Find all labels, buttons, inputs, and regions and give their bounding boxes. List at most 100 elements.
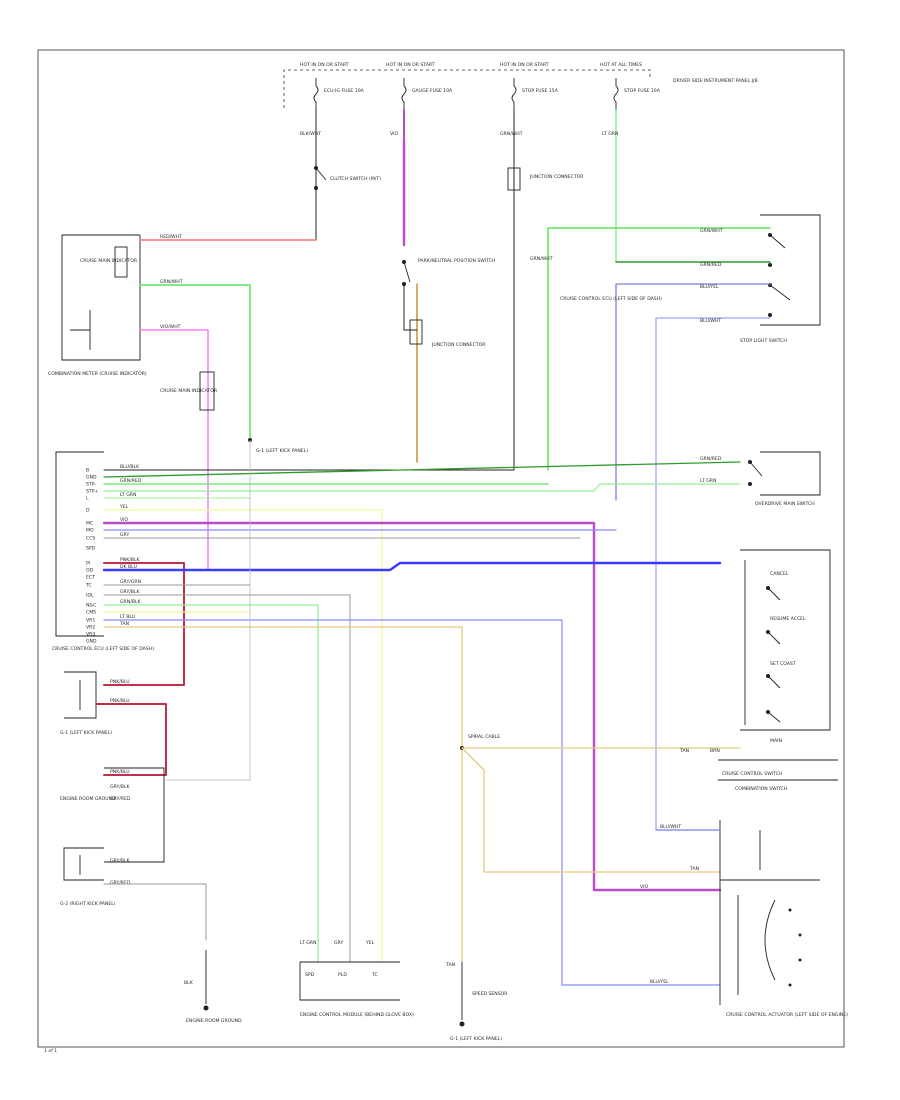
wire-label-f4: LT GRN: [602, 131, 618, 137]
wire-green-stop1: [547, 227, 771, 471]
fuse-1-label: ECU-IG FUSE 10A: [324, 88, 365, 94]
junction-connector-2: JUNCTION CONNECTOR: [409, 319, 486, 348]
fuse-4-label: STOP FUSE 10A: [624, 88, 661, 94]
fuse-3-label: STOP FUSE 15A: [522, 88, 559, 94]
ss-wire-label: TAN: [445, 962, 455, 968]
combination-meter: CRUISE MAIN INDICATOR COMBINATION METER …: [48, 234, 147, 377]
ecu-pin-label: IDL: [86, 593, 94, 599]
park-neutral-switch: PARK/NEUTRAL POSITION SWITCH: [402, 258, 495, 286]
ecu-pin-label: VR3: [86, 632, 95, 638]
fuse-2-label: GAUGE FUSE 10A: [412, 88, 453, 94]
park-neutral-label: PARK/NEUTRAL POSITION SWITCH: [418, 258, 495, 264]
wire-label-spiral: TAN: [679, 748, 689, 754]
engine-control-module: SPD PLD TC ENGINE CONTROL MODULE (BEHIND…: [299, 961, 414, 1018]
overdrive-switch-label: OVERDRIVE MAIN SWITCH: [755, 501, 815, 507]
fuse-3-symbol: [511, 78, 517, 110]
ground-connector-block: ENGINE ROOM GROUND GRY/BLK GRY/RED: [60, 767, 165, 863]
wire-label-green-meter: GRN/WHT: [160, 279, 183, 285]
ecu-pin-label: CMS: [86, 610, 96, 616]
wire-green-meter: [139, 284, 251, 441]
speed-sensor-label: SPEED SENSOR: [472, 991, 508, 997]
wire-lightblue-stop4: [655, 317, 771, 831]
wire-label-ground-2: GRY/RED: [110, 796, 131, 802]
stop-lamp-switch-lower: G-1 (LEFT KICK PANEL): [60, 671, 112, 736]
wire-grey-return: [166, 440, 251, 781]
bus-darkgreen: [103, 461, 741, 478]
hot-label-1: HOT IN ON OR START: [300, 62, 349, 68]
wire-label-f3: GRN/WHT: [500, 131, 523, 137]
bus-label-12: LT BLU: [120, 614, 135, 620]
wire-label-spiral-2: BRN: [710, 748, 720, 754]
cruise-main-indicator-label: CRUISE MAIN INDICATOR: [80, 258, 138, 264]
bus-darkred: [103, 562, 185, 686]
act-wire-2: TAN: [689, 866, 699, 872]
act-wire-3: VIO: [640, 884, 648, 890]
hot-label-2: HOT IN ON OR START: [386, 62, 435, 68]
wire-label-stop-vert: GRN/WHT: [530, 256, 553, 262]
junction-2-label: JUNCTION CONNECTOR: [431, 342, 486, 348]
ecu-pin-label: TC: [85, 583, 92, 589]
actuator-label: CRUISE CONTROL ACTUATOR (LEFT SIDE OF EN…: [726, 1012, 848, 1018]
ecu-pin-label: GND: [86, 475, 97, 481]
fuse-4-symbol: [613, 78, 619, 110]
ecm-pin-1: SPD: [305, 972, 315, 978]
fuse-note: DRIVER SIDE INSTRUMENT PANEL J/B: [673, 78, 758, 84]
ecu-pin-label: MO: [86, 528, 94, 534]
wire-label-stop-ecm: CRUISE CONTROL ECU (LEFT SIDE OF DASH): [560, 296, 662, 302]
bus-lightblue-act: [103, 619, 721, 986]
ecu-pin-label: PI: [86, 561, 90, 567]
bus-label-7: PNK/BLK: [120, 557, 140, 563]
combination-switch-label: COMBINATION SWITCH: [735, 786, 787, 792]
diagram-frame: [37, 49, 845, 1048]
wire-label-ground: GRY/BLK: [110, 784, 131, 790]
wire-magenta-meter: [139, 329, 209, 571]
ecu-pin-label: STP+: [86, 489, 98, 495]
speed-sensor-block: GRY/BLK GRY/RED G-2 (RIGHT KICK PANEL): [60, 847, 131, 907]
junction-1-label: JUNCTION CONNECTOR: [529, 174, 584, 180]
splice-label: G-1 (LEFT KICK PANEL): [256, 448, 308, 454]
cruise-ecu-label: CRUISE CONTROL ECU (LEFT SIDE OF DASH): [52, 646, 154, 652]
wire-label-ss-2: GRY/RED: [110, 880, 131, 886]
fuse-1-symbol: [313, 78, 319, 110]
bus-label-8: DK BLU: [120, 564, 137, 570]
cruise-control-ecu: CRUISE CONTROL ECU (LEFT SIDE OF DASH): [52, 451, 154, 652]
set-coast-label: SET COAST: [770, 661, 796, 667]
splice-250: G-1 (LEFT KICK PANEL): [248, 438, 308, 454]
bus-label-13: TAN: [119, 621, 129, 627]
ground-g1: BLK ENGINE ROOM GROUND: [184, 950, 242, 1024]
wire-label-f2: VIO: [390, 131, 398, 137]
resistor-label: CRUISE MAIN INDICATOR: [160, 388, 218, 394]
ecu-pin-list: BGNDSTP-STP+LDMCMOCCSSPDPIODECTTCIDLN&CC…: [85, 468, 98, 645]
bus-label-10: GRY/BLK: [120, 589, 141, 595]
bus-label-4: YEL: [119, 504, 129, 510]
ground-wire-label: BLK: [184, 980, 194, 986]
wire-label-f1: BLK/WHT: [300, 131, 321, 137]
ecu-pin-label: B: [86, 468, 89, 474]
wire-label-red-meter: RED/WHT: [160, 234, 182, 240]
bus-yellow: [103, 509, 383, 963]
wire-label-stop4: BLU/WHT: [700, 318, 721, 324]
clutch-switch-label: CLUTCH SWITCH (M/T): [330, 176, 381, 182]
ecu-pin-label: CCS: [86, 536, 95, 542]
ecm-label: ENGINE CONTROL MODULE (BEHIND GLOVE BOX): [300, 1012, 414, 1018]
ground-1-label: G-1 (LEFT KICK PANEL): [60, 730, 112, 736]
bus-label-11: GRN/BLK: [120, 599, 141, 605]
wire-label-stop3: BLU/YEL: [700, 284, 719, 290]
wire-label-stop1: GRN/WHT: [700, 228, 723, 234]
bus-tan: [103, 626, 463, 963]
stop-light-switch: STOP LIGHT SWITCH: [740, 214, 821, 344]
wire-blue-stop3: [615, 283, 771, 501]
speed-sensor: TAN SPEED SENSOR G-1 (LEFT KICK PANEL): [445, 962, 508, 1042]
cruise-control-switch-label: CRUISE CONTROL SWITCH: [722, 771, 782, 777]
fuse-block: HOT IN ON OR START HOT IN ON OR START HO…: [283, 62, 758, 110]
ecu-pin-label: ECT: [86, 575, 95, 581]
ecu-pin-label: N&C: [86, 603, 96, 609]
ecm-wire-1: LT GRN: [300, 940, 316, 946]
ecm-wire-3: YEL: [365, 940, 375, 946]
wire-grey-ground: [103, 883, 207, 941]
wire-label-od2: LT GRN: [700, 478, 716, 484]
wire-label-ss-1: GRY/BLK: [110, 858, 131, 864]
overdrive-main-switch: OVERDRIVE MAIN SWITCH: [748, 451, 821, 507]
cruise-control-switch: CANCEL RESUME ACCEL SET COAST MAIN CRUIS…: [718, 549, 838, 792]
hot-label-4: HOT AT ALL TIMES: [600, 62, 642, 68]
